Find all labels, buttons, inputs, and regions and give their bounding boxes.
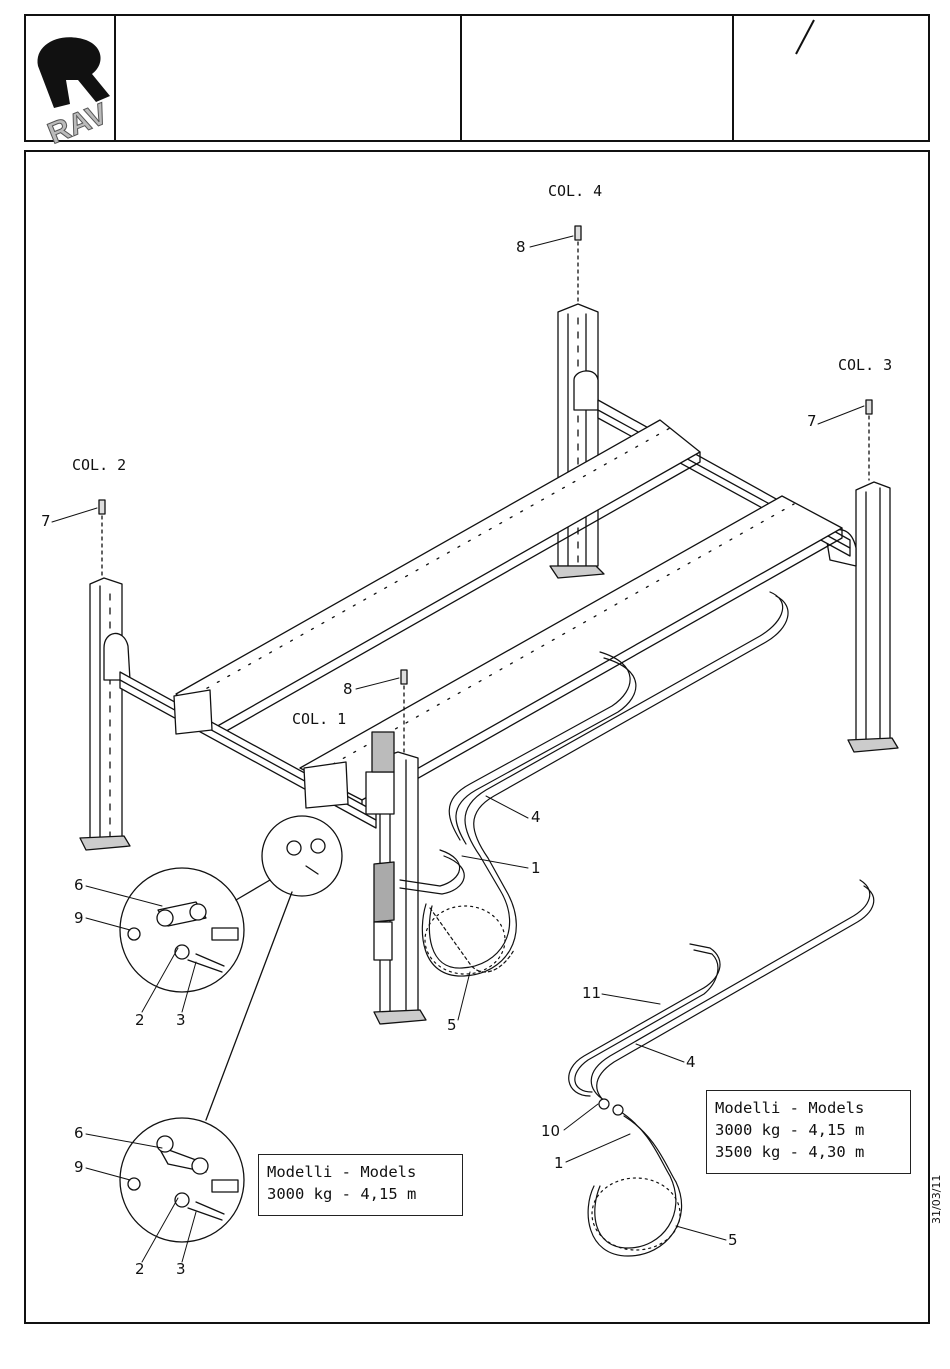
callout-3-detail2: 3: [176, 1262, 186, 1277]
models-box-right: Modelli - Models 3000 kg - 4,15 m 3500 k…: [706, 1090, 911, 1174]
models-box-right-line1: 3000 kg - 4,15 m: [715, 1119, 902, 1141]
column-4: [550, 304, 604, 578]
callout-9-detail1: 9: [74, 911, 84, 926]
callout-6-detail1: 6: [74, 878, 84, 893]
models-box-right-heading: Modelli - Models: [715, 1097, 902, 1119]
callout-2-detail2: 2: [135, 1262, 145, 1277]
callout-9-detail2: 9: [74, 1160, 84, 1175]
detail-circle-2: [120, 1118, 244, 1242]
pin-7-col3: [866, 400, 872, 480]
models-box-left-heading: Modelli - Models: [267, 1161, 454, 1183]
callout-2-detail1: 2: [135, 1013, 145, 1028]
column-1: [366, 732, 426, 1024]
callout-1-right: 1: [554, 1156, 564, 1171]
callout-8-col1: 8: [343, 682, 353, 697]
callout-5-right: 5: [728, 1233, 738, 1248]
col-4-label: COL. 4: [548, 184, 602, 199]
callout-3-detail1: 3: [176, 1013, 186, 1028]
callout-4-main: 4: [531, 810, 541, 825]
models-box-left: Modelli - Models 3000 kg - 4,15 m: [258, 1154, 463, 1216]
hose-detail-right: [569, 880, 874, 1256]
pin-7-col2: [99, 500, 105, 576]
callout-7-col2: 7: [41, 514, 51, 529]
models-box-right-line2: 3500 kg - 4,30 m: [715, 1141, 902, 1163]
column-3: [826, 482, 898, 752]
col-3-label: COL. 3: [838, 358, 892, 373]
callout-1-main: 1: [531, 861, 541, 876]
col-2-label: COL. 2: [72, 458, 126, 473]
detail-circle-small: [262, 816, 342, 896]
col-1-label: COL. 1: [292, 712, 346, 727]
detail-circle-1: [120, 868, 244, 992]
pin-8-top: [575, 226, 581, 302]
callout-8-top: 8: [516, 240, 526, 255]
column-2: [80, 578, 130, 850]
models-box-left-line1: 3000 kg - 4,15 m: [267, 1183, 454, 1205]
callout-7-col3: 7: [807, 414, 817, 429]
callout-5-main: 5: [447, 1018, 457, 1033]
callout-10: 10: [541, 1124, 560, 1139]
date-stamp: 31/03/11: [930, 1175, 943, 1224]
callout-4-right: 4: [686, 1055, 696, 1070]
callout-11: 11: [582, 986, 601, 1001]
callout-6-detail2: 6: [74, 1126, 84, 1141]
